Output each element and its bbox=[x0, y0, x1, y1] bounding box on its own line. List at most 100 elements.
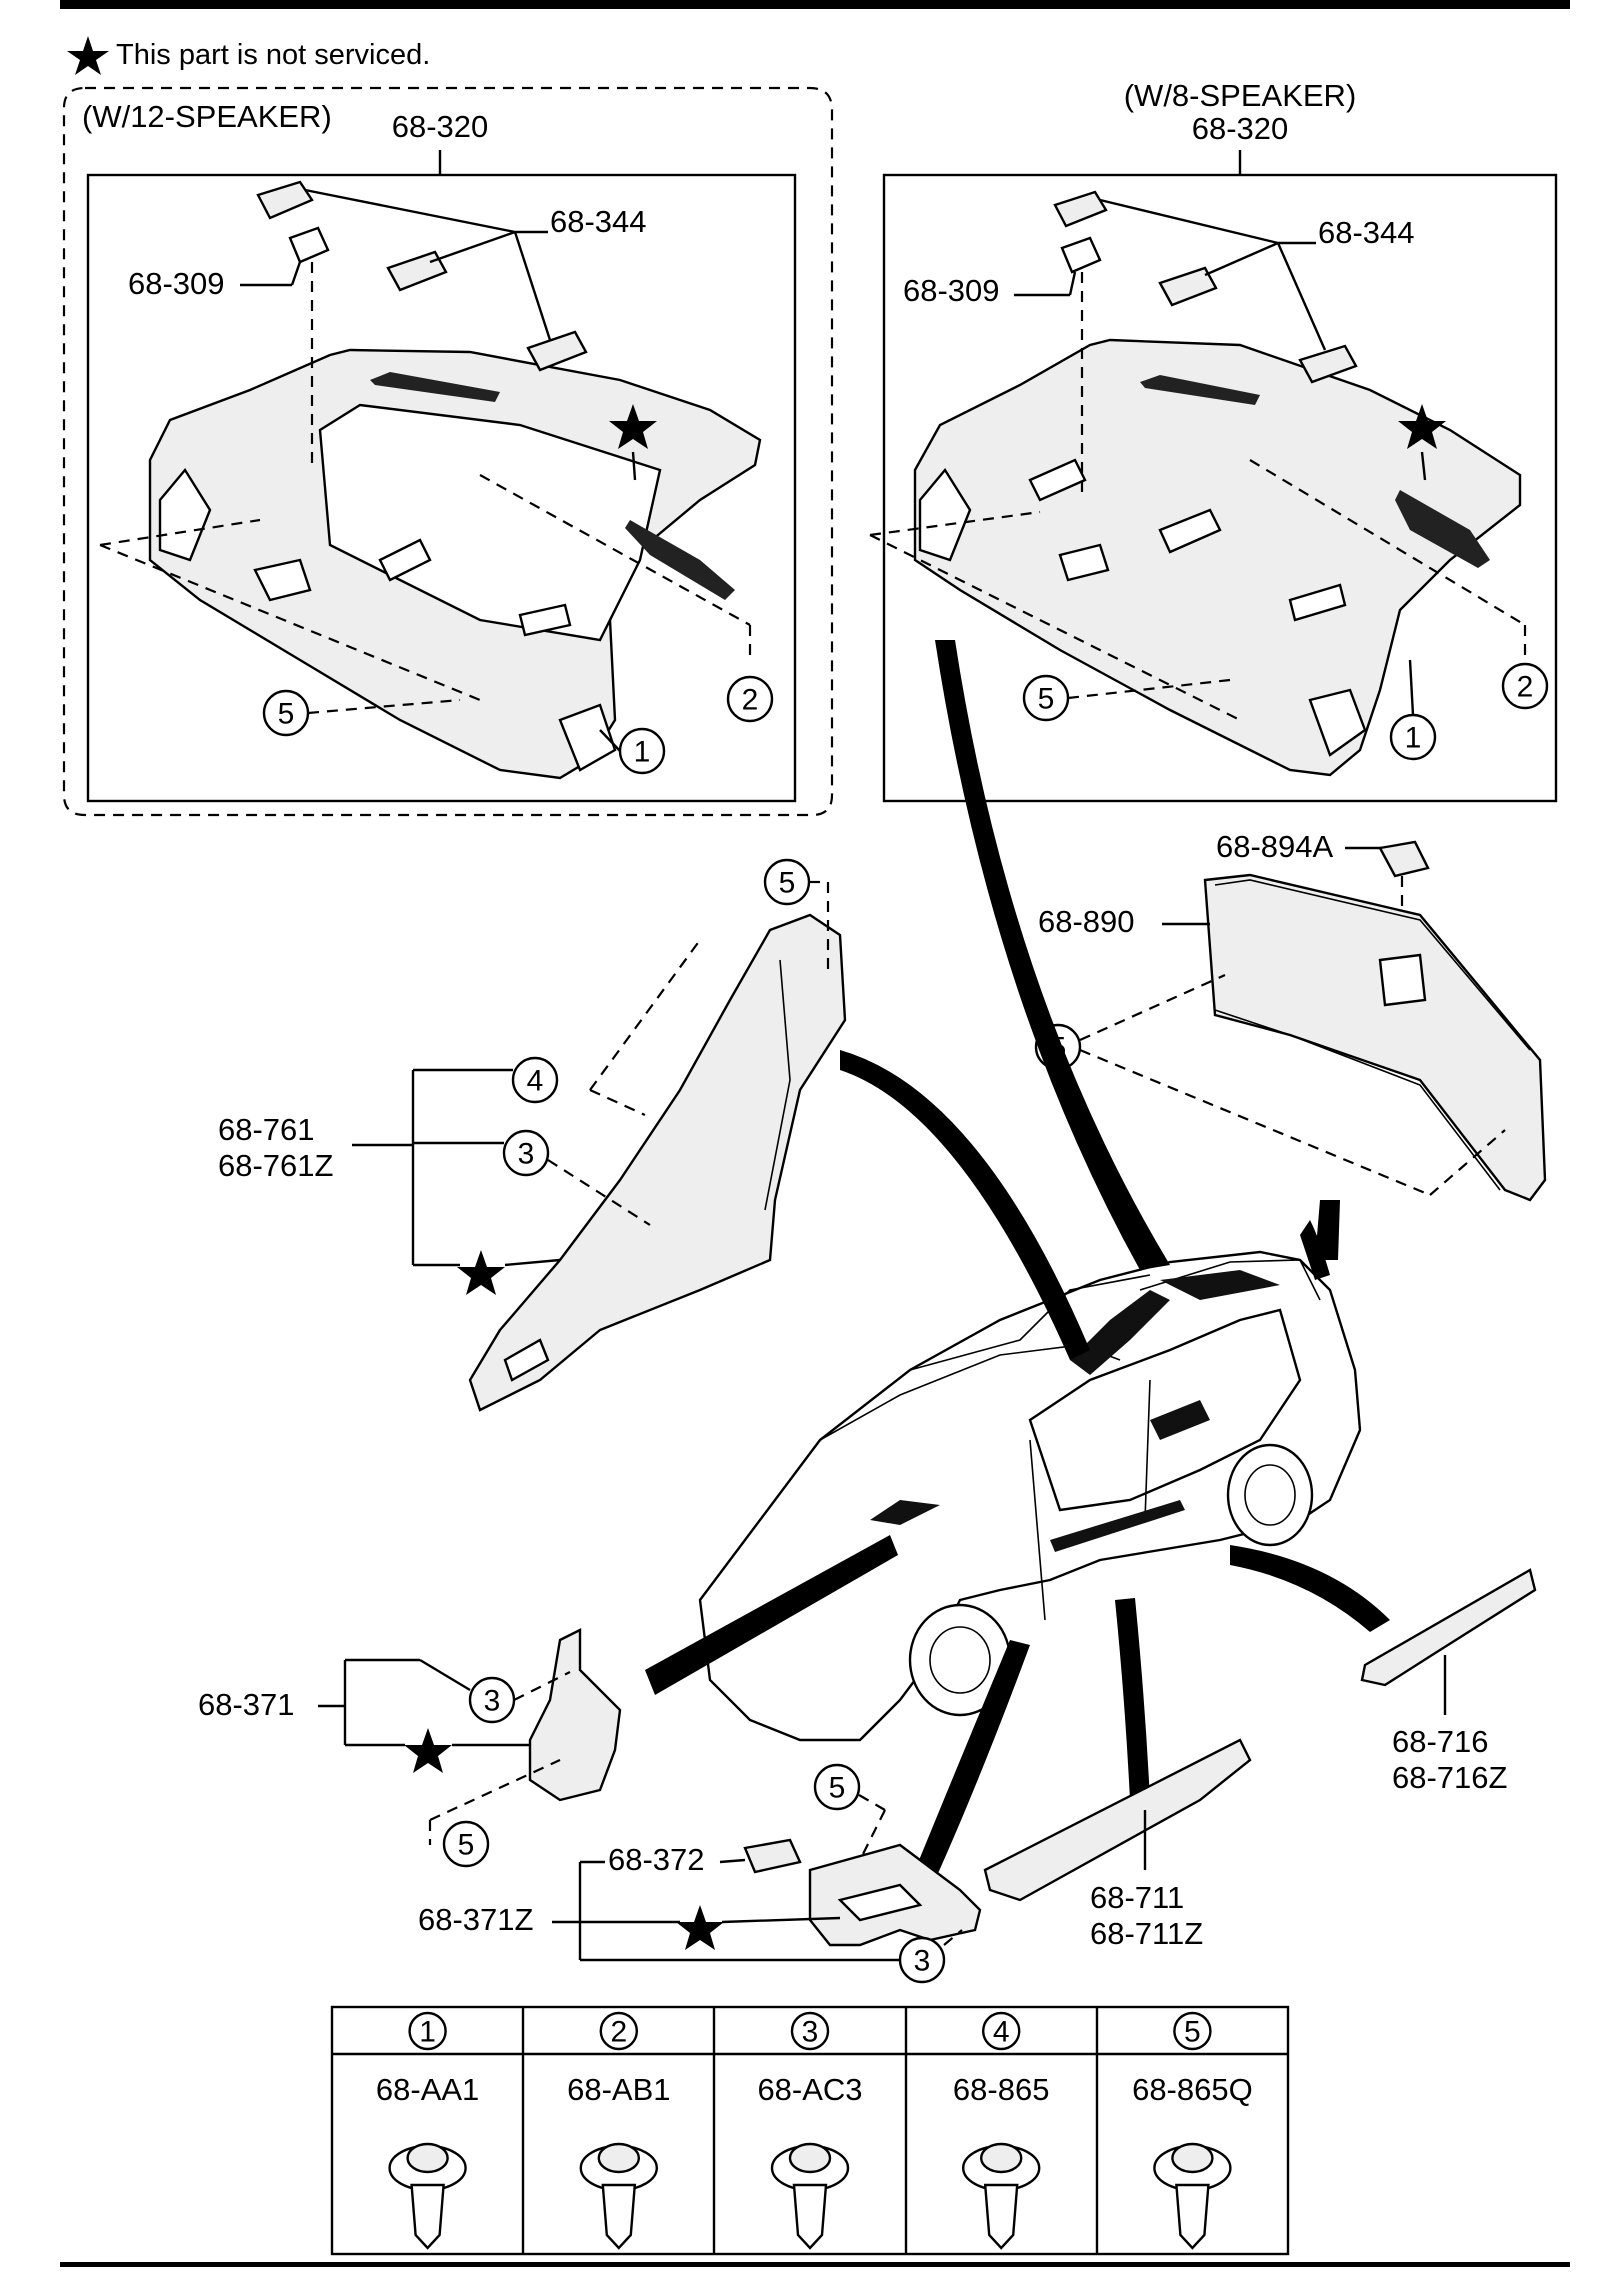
pillar-callout-3 bbox=[502, 1129, 550, 1177]
front-side-star-icon bbox=[404, 1728, 452, 1773]
w12-title: (W/12-SPEAKER) bbox=[82, 99, 332, 134]
kick-callout-3 bbox=[898, 1936, 946, 1984]
svg-text:5: 5 bbox=[1038, 683, 1055, 716]
w12-callout-2 bbox=[726, 675, 774, 723]
front-side-callout-5 bbox=[442, 1820, 490, 1868]
fastener-cell: 1 68-AA1 bbox=[376, 2011, 479, 2250]
fastener-number: 2 bbox=[610, 2016, 627, 2049]
w12-frame bbox=[86, 173, 797, 803]
label-371z: 68-371Z bbox=[418, 1902, 533, 1937]
front-scuff-plate bbox=[1360, 1568, 1537, 1687]
pillar-star-icon bbox=[457, 1250, 505, 1295]
trunk-end-trim-group: 68-894A 68-890 5 bbox=[1034, 829, 1547, 1202]
leader-arc-shelf bbox=[935, 640, 1170, 1270]
w12-dashed-outline bbox=[62, 86, 834, 817]
fastener-number: 3 bbox=[802, 2016, 819, 2049]
w12-grille-3 bbox=[526, 330, 588, 372]
c-pillar-trim-group: 5 4 3 68-761 68-761Z bbox=[218, 858, 847, 1412]
w12-star-icon bbox=[609, 404, 657, 449]
group-w12-speaker: (W/12-SPEAKER) 68-320 68-344 68-309 bbox=[62, 86, 834, 817]
rear-scuff-plate bbox=[983, 1738, 1252, 1902]
trim-clip-894a bbox=[1378, 840, 1430, 878]
svg-text:2: 2 bbox=[1517, 671, 1534, 704]
leader-arc-pillar bbox=[840, 1050, 1090, 1360]
w8-grille-2 bbox=[1158, 266, 1218, 307]
fastener-clip-icon bbox=[1153, 2142, 1232, 2250]
fastener-number-circle bbox=[599, 2011, 638, 2051]
svg-text:1: 1 bbox=[634, 736, 651, 769]
vehicle-illustration bbox=[698, 1250, 1362, 1742]
front-side-trim-group: 68-371 3 5 bbox=[198, 1628, 622, 1868]
w8-star-icon bbox=[1398, 404, 1446, 449]
car-rear-wheel bbox=[1226, 1443, 1314, 1547]
fastener-part-number: 68-AA1 bbox=[376, 2072, 479, 2107]
fastener-clip-icon bbox=[388, 2142, 467, 2250]
fastener-part-number: 68-865 bbox=[953, 2072, 1050, 2107]
w12-vent-left bbox=[370, 372, 500, 402]
kick-panel-group: 5 68-372 68-371Z 3 bbox=[418, 1763, 982, 1984]
c-pillar-trim bbox=[468, 913, 847, 1412]
top-rule bbox=[60, 0, 1570, 9]
w12-label-344: 68-344 bbox=[550, 204, 647, 239]
w8-grille-1 bbox=[1053, 190, 1108, 228]
w8-vent-left bbox=[1140, 375, 1260, 405]
fastener-clip-icon bbox=[579, 2142, 658, 2250]
svg-text:5: 5 bbox=[458, 1829, 475, 1862]
rear-scuff-plate-group: 68-711 68-711Z bbox=[983, 1738, 1252, 1951]
w8-title: (W/8-SPEAKER) bbox=[1124, 78, 1357, 113]
label-890: 68-890 bbox=[1038, 904, 1135, 939]
label-761z: 68-761Z bbox=[218, 1148, 333, 1183]
fastener-part-number: 68-865Q bbox=[1132, 2072, 1253, 2107]
svg-text:3: 3 bbox=[518, 1138, 535, 1171]
w12-shelf-opening bbox=[318, 403, 662, 642]
fastener-cell: 5 68-865Q bbox=[1132, 2011, 1253, 2250]
not-serviced-note: This part is not serviced. bbox=[67, 36, 430, 75]
w8-callout-2 bbox=[1501, 662, 1549, 710]
svg-text:2: 2 bbox=[742, 684, 759, 717]
trunk-end-trim bbox=[1203, 873, 1547, 1202]
svg-text:5: 5 bbox=[779, 867, 796, 900]
svg-text:5: 5 bbox=[829, 1772, 846, 1805]
label-716z: 68-716Z bbox=[1392, 1760, 1507, 1795]
leader-arc-cowl bbox=[645, 1535, 898, 1695]
fastener-table: 1 68-AA1 2 68-AB1 3 68-AC3 4 68-865 5 68-865Q bbox=[330, 2005, 1290, 2256]
w12-vent-right bbox=[625, 520, 735, 600]
label-761: 68-761 bbox=[218, 1112, 315, 1147]
w8-cap bbox=[1060, 236, 1102, 274]
fastener-number: 5 bbox=[1184, 2016, 1201, 2049]
svg-text:4: 4 bbox=[527, 1065, 544, 1098]
kick-star-icon bbox=[676, 1905, 724, 1950]
w12-grille-1 bbox=[256, 180, 314, 220]
car-side-windows bbox=[1028, 1308, 1302, 1512]
fastener-cell: 4 68-865 bbox=[953, 2011, 1050, 2250]
svg-text:1: 1 bbox=[1405, 722, 1422, 755]
fastener-number: 1 bbox=[419, 2016, 436, 2049]
kick-cover-372 bbox=[743, 1838, 802, 1874]
front-side-trim bbox=[528, 1628, 622, 1802]
fastener-number-circle bbox=[982, 2011, 1021, 2051]
w12-part-number: 68-320 bbox=[392, 109, 489, 144]
w8-frame bbox=[882, 173, 1558, 803]
fastener-part-number: 68-AC3 bbox=[757, 2072, 862, 2107]
svg-text:3: 3 bbox=[914, 1945, 931, 1978]
w8-label-344: 68-344 bbox=[1318, 215, 1415, 250]
fastener-number-circle bbox=[790, 2011, 830, 2051]
label-711: 68-711 bbox=[1090, 1880, 1184, 1915]
w8-part-number: 68-320 bbox=[1192, 111, 1289, 146]
label-716: 68-716 bbox=[1392, 1724, 1489, 1759]
w12-cap bbox=[288, 226, 330, 264]
label-371: 68-371 bbox=[198, 1687, 295, 1722]
fastener-part-number: 68-AB1 bbox=[567, 2072, 670, 2107]
fastener-number: 4 bbox=[993, 2016, 1010, 2049]
w8-vent-right bbox=[1395, 490, 1490, 568]
not-serviced-note-text: This part is not serviced. bbox=[116, 39, 430, 71]
label-711z: 68-711Z bbox=[1090, 1916, 1203, 1951]
w12-label-309: 68-309 bbox=[128, 266, 225, 301]
leader-arc-front-scuff bbox=[915, 1640, 1030, 1880]
svg-text:5: 5 bbox=[278, 698, 295, 731]
w8-parcel-shelf bbox=[913, 338, 1522, 777]
front-scuff-plate-group: 68-716 68-716Z bbox=[1360, 1568, 1537, 1795]
fastener-cell: 3 68-AC3 bbox=[757, 2011, 863, 2250]
